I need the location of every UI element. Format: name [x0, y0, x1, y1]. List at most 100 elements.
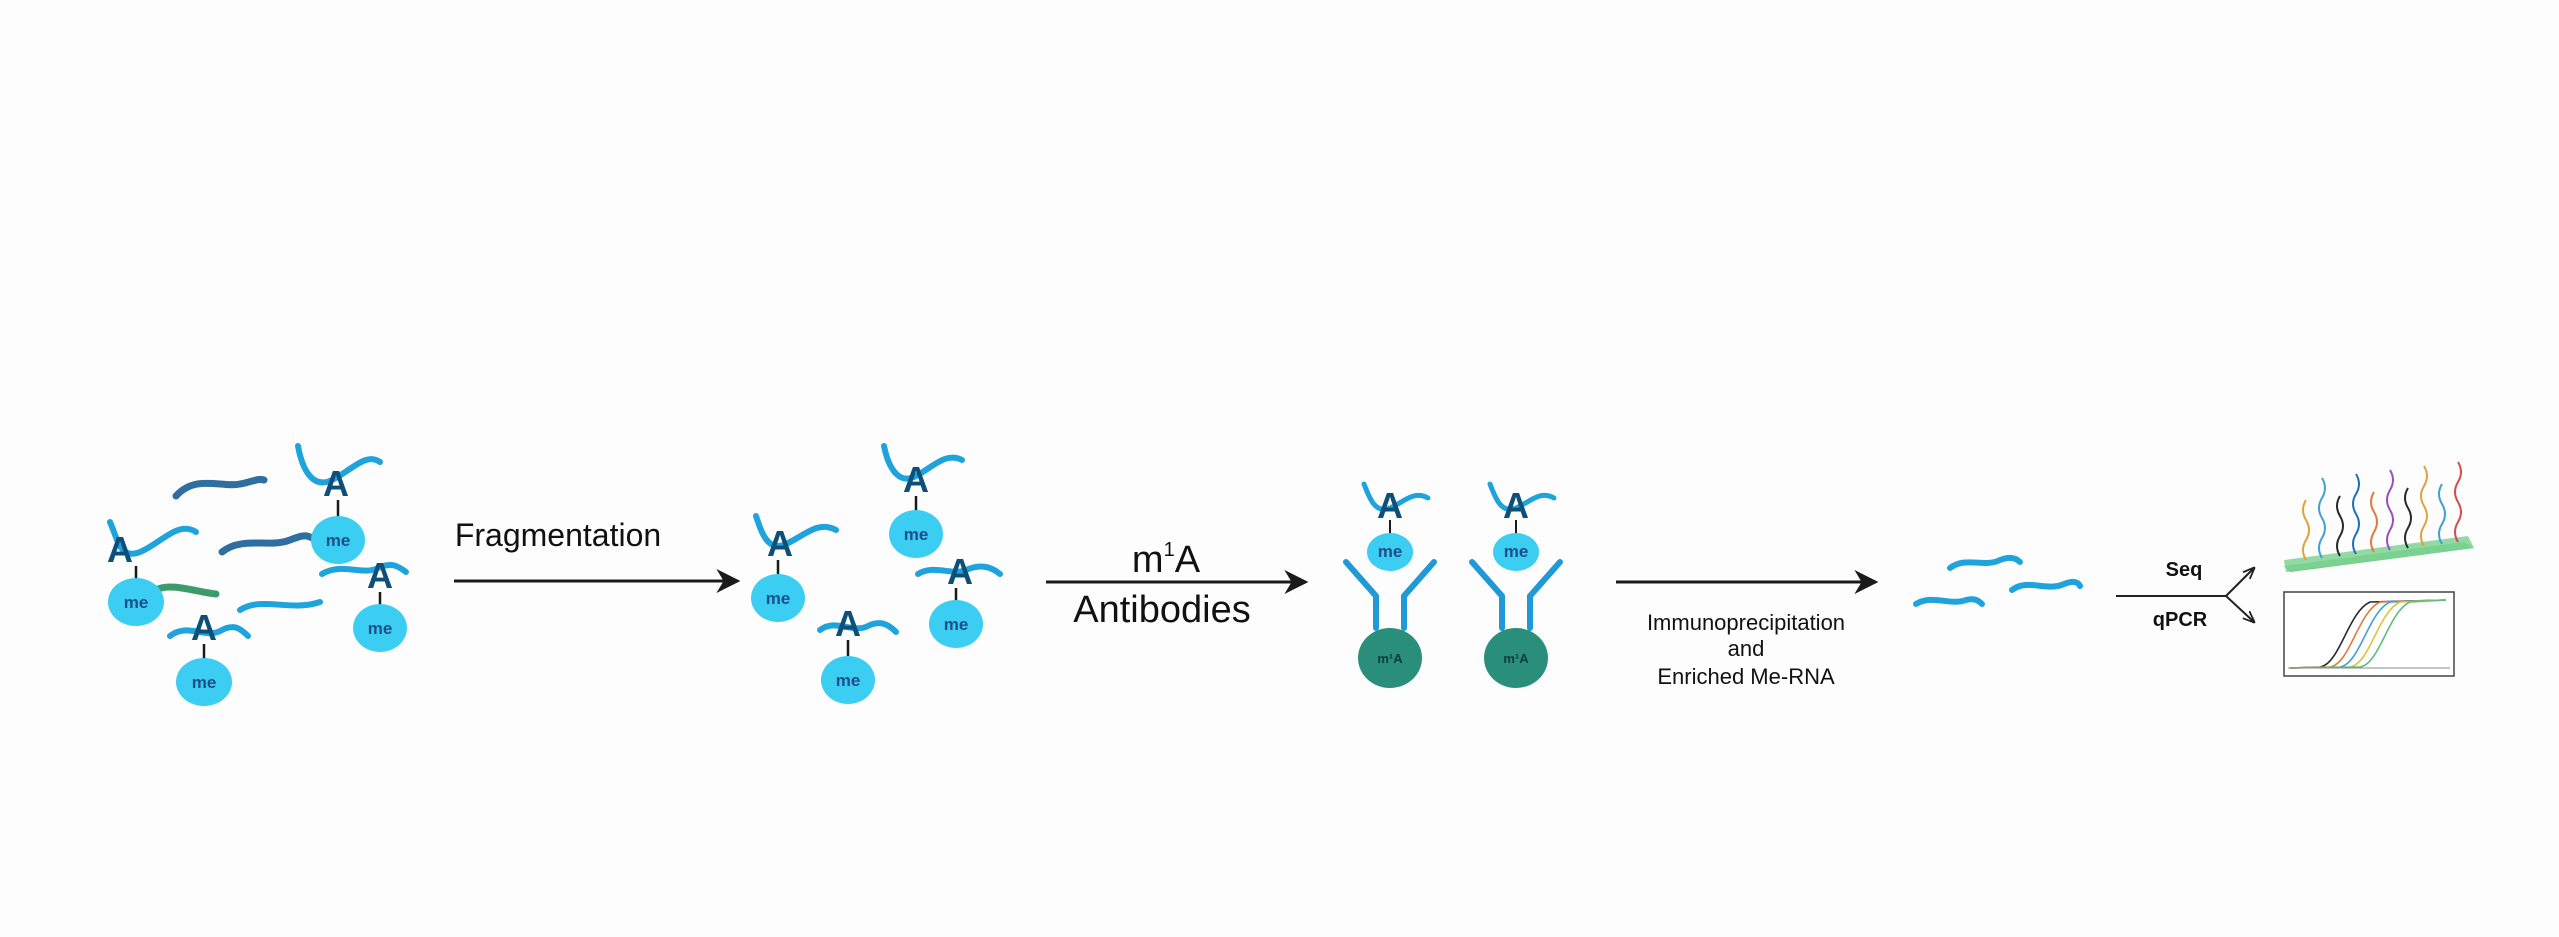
methylated-rna: A me — [915, 551, 1003, 648]
adenosine-glyph: A — [767, 523, 793, 564]
ip-label-line3: Enriched Me-RNA — [1657, 664, 1835, 689]
rna-strand — [1487, 481, 1557, 512]
qpcr-frame — [2283, 591, 2455, 677]
stage-enriched-rna — [1913, 554, 2083, 607]
dna-read — [2336, 495, 2344, 557]
arrow-to-qpcr — [2225, 595, 2254, 622]
methyl-label: me — [766, 589, 791, 608]
adenosine-glyph: A — [107, 529, 133, 570]
rna-strand — [152, 583, 220, 598]
adenosine-glyph: A — [835, 603, 861, 644]
step-analysis-split: Seq qPCR — [2116, 559, 2254, 631]
methyl-ball — [311, 516, 365, 564]
methylated-rna: A me — [751, 513, 839, 622]
step-immunoprecipitation: Immunoprecipitation and Enriched Me-RNA — [1616, 570, 1879, 689]
flow-cell-top — [2284, 536, 2474, 572]
methyl-label: me — [368, 619, 393, 638]
arrow-to-seq — [2225, 568, 2254, 597]
bead-label: m¹A — [1503, 651, 1529, 666]
amplification-curve — [2289, 599, 2447, 669]
rna-strand — [2009, 578, 2083, 593]
rna-strand — [319, 562, 409, 577]
methyl-label: me — [326, 531, 351, 550]
superscript-1: 1 — [1164, 539, 1175, 561]
methyl-ball — [353, 604, 407, 652]
dna-read — [2404, 487, 2412, 549]
methyl-label: me — [836, 671, 861, 690]
rna-strand — [172, 476, 268, 500]
sequencing-chip — [2284, 461, 2474, 572]
amplification-curve — [2289, 599, 2447, 669]
methylated-rna: A me — [167, 607, 251, 706]
stage-antibody-complex: A me m¹A A me m¹A — [1343, 481, 1563, 688]
rna-strand — [167, 624, 251, 639]
dna-read — [2420, 465, 2428, 547]
antibody-bead — [1358, 628, 1422, 688]
rna-strand — [753, 513, 839, 549]
rna-strand — [107, 519, 199, 557]
methyl-label: me — [904, 525, 929, 544]
antibody-y-shape — [1343, 559, 1437, 631]
dna-read — [2352, 473, 2360, 555]
dna-read — [2386, 469, 2394, 551]
rna-strand — [817, 620, 899, 635]
methyl-ball — [1367, 533, 1413, 571]
dna-read — [2302, 499, 2310, 561]
dna-read — [2454, 461, 2462, 543]
methylated-rna: A me — [881, 443, 965, 558]
stage-total-rna: A me A me A me A me — [107, 443, 409, 706]
methylated-rna: A me — [107, 519, 199, 626]
fragmentation-label: Fragmentation — [455, 517, 661, 553]
antibody-bead — [1484, 628, 1548, 688]
dna-read — [2370, 491, 2378, 553]
step-fragmentation: Fragmentation — [454, 517, 741, 593]
methyl-label: me — [192, 673, 217, 692]
amplification-curve — [2289, 599, 2447, 669]
methylated-rna: A me — [319, 555, 409, 652]
rna-strand — [1361, 481, 1431, 512]
rna-strand — [237, 599, 323, 613]
qpcr-label: qPCR — [2153, 609, 2208, 631]
rna-strand — [1947, 554, 2023, 571]
antibody-label-line1: m1A — [1132, 539, 1201, 581]
amplification-curve — [2289, 599, 2447, 669]
antibody-complex: A me m¹A — [1343, 481, 1437, 688]
methyl-ball — [751, 574, 805, 622]
adenosine-glyph: A — [367, 555, 393, 596]
qpcr-plot — [2283, 591, 2455, 677]
methyl-ball — [108, 578, 164, 626]
antibody-label-line2: Antibodies — [1073, 589, 1250, 631]
dna-read — [2438, 483, 2446, 545]
rna-strand — [915, 563, 1003, 577]
ip-label-line1: Immunoprecipitation — [1647, 610, 1845, 635]
adenosine-glyph: A — [1377, 485, 1403, 526]
rna-strand — [218, 532, 316, 556]
methyl-label: me — [1378, 542, 1403, 561]
amplification-curve — [2289, 599, 2447, 669]
methyl-label: me — [1504, 542, 1529, 561]
adenosine-glyph: A — [323, 463, 349, 504]
methyl-ball — [889, 510, 943, 558]
rna-strand — [295, 443, 383, 486]
methyl-label: me — [124, 593, 149, 612]
ip-label-line2: and — [1728, 636, 1765, 661]
adenosine-glyph: A — [191, 607, 217, 648]
adenosine-glyph: A — [1503, 485, 1529, 526]
methyl-ball — [1493, 533, 1539, 571]
methylated-rna: A me — [295, 443, 383, 564]
stage-fragmented-rna: A me A me A me A me — [751, 443, 1003, 704]
methyl-ball — [929, 600, 983, 648]
antibody-y-shape — [1469, 559, 1563, 631]
rna-strand — [1913, 596, 1985, 607]
antibody-complex: A me m¹A — [1469, 481, 1563, 688]
bead-label: m¹A — [1377, 651, 1403, 666]
methyl-ball — [176, 658, 232, 706]
dna-read — [2318, 477, 2326, 559]
seq-label: Seq — [2166, 559, 2203, 581]
methylated-rna: A me — [817, 603, 899, 704]
methyl-label: me — [944, 615, 969, 634]
methyl-ball — [821, 656, 875, 704]
adenosine-glyph: A — [947, 551, 973, 592]
adenosine-glyph: A — [903, 459, 929, 500]
